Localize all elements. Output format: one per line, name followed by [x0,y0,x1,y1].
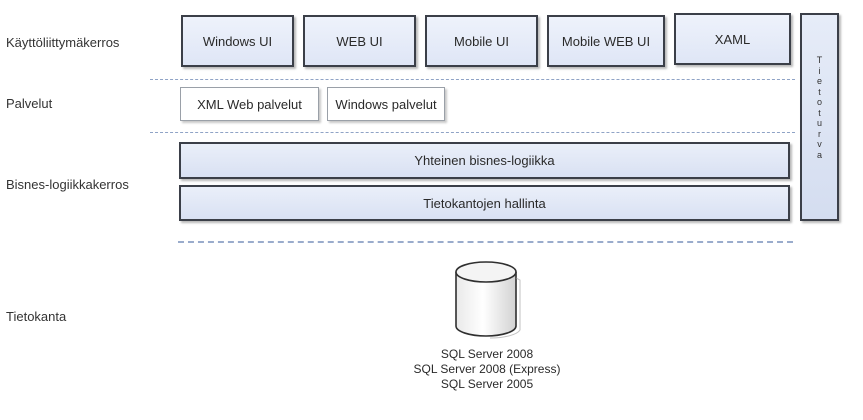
database-management-box: Tietokantojen hallinta [179,185,790,221]
mobile-web-ui-label: Mobile WEB UI [561,33,651,49]
db-version-line: SQL Server 2005 [440,377,534,391]
separator-ui-services [150,79,795,80]
database-versions: SQL Server 2008 SQL Server 2008 (Express… [380,347,594,392]
security-box: T i e t o t u r v a [800,13,839,221]
security-letter: v [817,139,822,149]
layer-label-database: Tietokanta [6,309,67,324]
db-version-line: SQL Server 2008 [440,347,534,361]
xml-web-services-box: XML Web palvelut [180,87,319,121]
mobile-web-ui-box: Mobile WEB UI [547,15,665,67]
separator-services-business [150,132,795,133]
security-letter: i [818,65,821,76]
web-ui-box: WEB UI [303,15,416,67]
shared-business-logic-label: Yhteinen bisnes-logiikka [414,153,555,168]
layer-label-services: Palvelut [6,96,53,111]
security-letter: t [818,107,821,118]
security-letter: r [818,128,821,139]
mobile-ui-label: Mobile UI [454,33,509,49]
layer-label-ui: Käyttöliittymäkerros [6,35,120,50]
db-version-line: SQL Server 2008 (Express) [413,362,561,376]
windows-ui-label: Windows UI [202,33,273,49]
layer-label-business: Bisnes-logiikkakerros [6,177,129,192]
security-letter: t [818,86,821,97]
database-cylinder-icon [455,261,521,339]
windows-ui-box: Windows UI [181,15,294,67]
security-letter: T [816,55,823,65]
security-letter: a [816,149,822,160]
mobile-ui-box: Mobile UI [425,15,538,67]
xaml-label: XAML [714,31,751,47]
windows-services-box: Windows palvelut [327,87,445,121]
security-letter: e [816,76,822,86]
separator-business-database [178,241,793,243]
xml-web-services-label: XML Web palvelut [197,96,302,112]
web-ui-label: WEB UI [336,33,383,49]
xaml-box: XAML [674,13,791,65]
shared-business-logic-box: Yhteinen bisnes-logiikka [179,142,790,179]
windows-services-label: Windows palvelut [335,96,437,112]
database-management-label: Tietokantojen hallinta [423,195,546,211]
security-letter: o [816,97,822,107]
security-letter: u [816,118,822,128]
